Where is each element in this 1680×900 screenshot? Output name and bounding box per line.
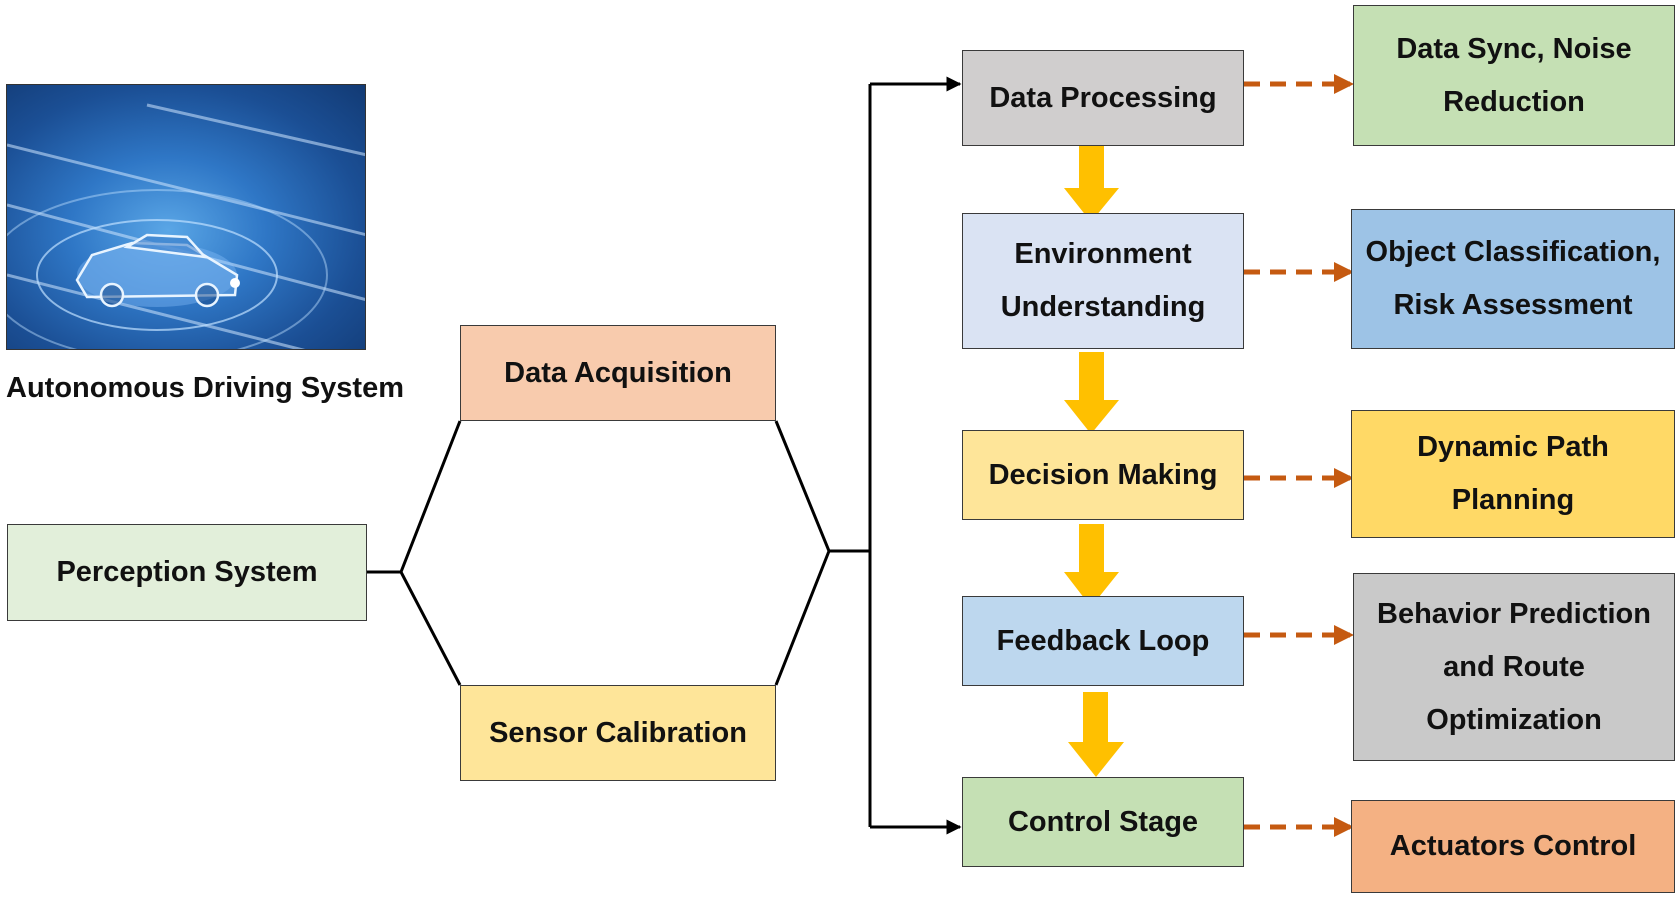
system-title: Autonomous Driving System: [6, 372, 404, 404]
flow-arrow-2: [1064, 352, 1119, 434]
feedback-loop-box: Feedback Loop: [962, 596, 1244, 686]
hexagon-left-edges: [399, 420, 462, 686]
actuators-control-box: Actuators Control: [1351, 800, 1675, 893]
car-icon: [7, 103, 365, 349]
perception-system-box: Perception System: [7, 524, 367, 621]
decision-making-box: Decision Making: [962, 430, 1244, 520]
control-stage-box: Control Stage: [962, 777, 1244, 867]
flow-arrow-3: [1064, 524, 1119, 607]
car-sensor-illustration: [6, 84, 366, 350]
environment-understanding-box: Environment Understanding: [962, 213, 1244, 349]
hexagon-right-edges: [774, 420, 831, 686]
object-classification-box: Object Classification, Risk Assessment: [1351, 209, 1675, 349]
data-processing-box: Data Processing: [962, 50, 1244, 146]
flow-arrow-1: [1064, 138, 1119, 222]
dynamic-path-planning-box: Dynamic Path Planning: [1351, 410, 1675, 538]
data-sync-box: Data Sync, Noise Reduction: [1353, 5, 1675, 146]
data-acquisition-box: Data Acquisition: [460, 325, 776, 421]
flow-arrow-4: [1068, 692, 1124, 777]
behavior-prediction-box: Behavior Prediction and Route Optimizati…: [1353, 573, 1675, 761]
sensor-calibration-box: Sensor Calibration: [460, 685, 776, 781]
